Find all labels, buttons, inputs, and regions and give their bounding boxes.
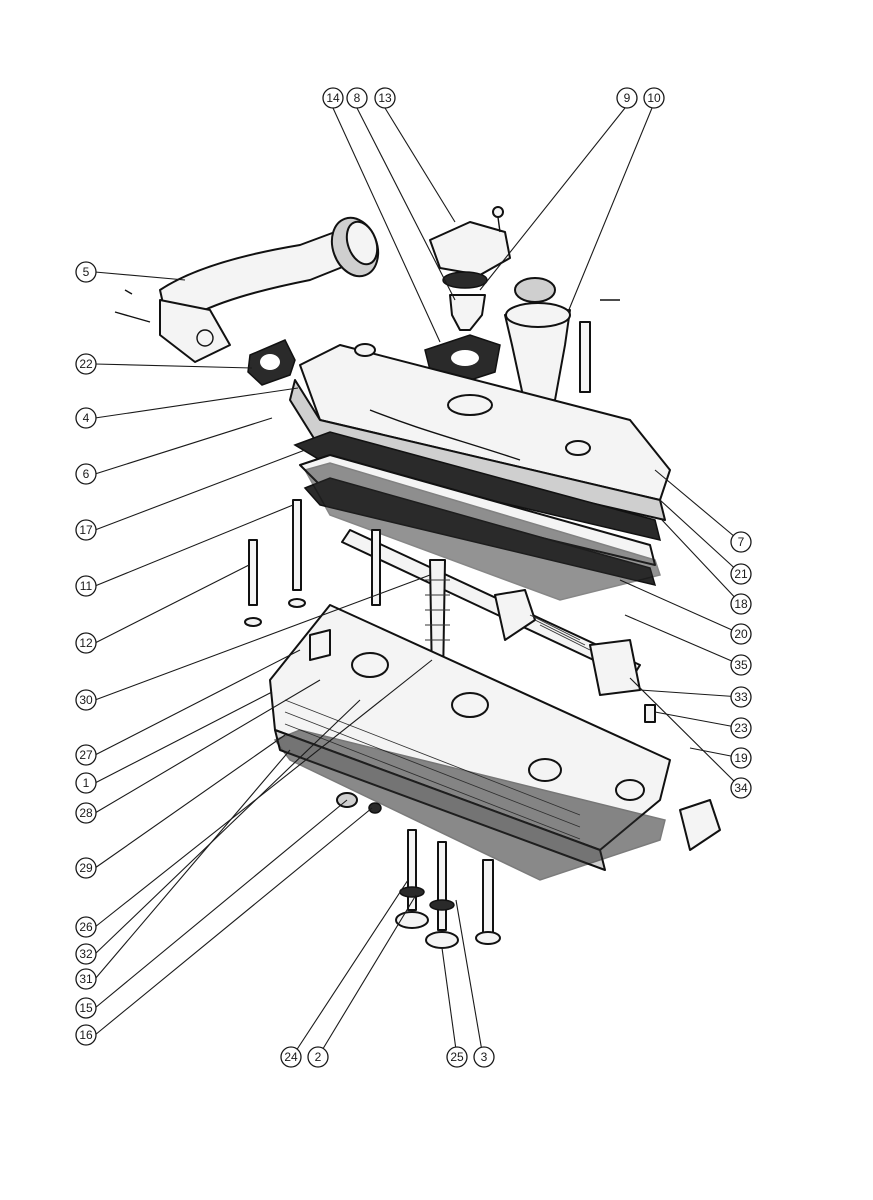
svg-text:22: 22	[79, 357, 93, 371]
studs-and-bolts	[244, 499, 721, 851]
callout-26: 26	[75, 916, 97, 938]
svg-text:4: 4	[83, 411, 90, 425]
valves	[395, 829, 501, 949]
callout-14: 14	[322, 87, 344, 109]
svg-text:19: 19	[734, 751, 748, 765]
svg-text:12: 12	[79, 636, 93, 650]
svg-text:6: 6	[83, 467, 90, 481]
callout-34: 34	[730, 777, 752, 799]
thermostat-housing	[424, 206, 511, 386]
callout-13: 13	[374, 87, 396, 109]
callout-1: 1	[75, 772, 97, 794]
rocker-cover	[289, 343, 671, 521]
svg-text:7: 7	[738, 535, 745, 549]
svg-text:30: 30	[79, 693, 93, 707]
callout-21: 21	[730, 563, 752, 585]
svg-text:9: 9	[624, 91, 631, 105]
callout-8: 8	[346, 87, 368, 109]
svg-text:27: 27	[79, 748, 93, 762]
svg-text:13: 13	[378, 91, 392, 105]
callout-32: 32	[75, 943, 97, 965]
callout-31: 31	[75, 968, 97, 990]
callout-28: 28	[75, 802, 97, 824]
svg-text:16: 16	[79, 1028, 93, 1042]
svg-text:26: 26	[79, 920, 93, 934]
svg-text:31: 31	[79, 972, 93, 986]
callout-2: 2	[307, 1046, 329, 1068]
callout-9: 9	[616, 87, 638, 109]
leader-lines	[94, 107, 742, 1058]
svg-text:10: 10	[647, 91, 661, 105]
svg-text:11: 11	[80, 579, 93, 593]
callout-3: 3	[473, 1046, 495, 1068]
callout-11: 11	[75, 575, 97, 597]
callout-7: 7	[730, 531, 752, 553]
callout-25: 25	[446, 1046, 468, 1068]
callout-35: 35	[730, 654, 752, 676]
callout-33: 33	[730, 686, 752, 708]
callout-23: 23	[730, 717, 752, 739]
callout-15: 15	[75, 997, 97, 1019]
callout-12: 12	[75, 632, 97, 654]
svg-text:21: 21	[734, 567, 748, 581]
callout-17: 17	[75, 519, 97, 541]
svg-text:2: 2	[315, 1050, 322, 1064]
callout-30: 30	[75, 689, 97, 711]
svg-text:34: 34	[734, 781, 748, 795]
svg-text:32: 32	[79, 947, 93, 961]
svg-text:35: 35	[734, 658, 748, 672]
svg-text:1: 1	[83, 776, 90, 790]
callout-16: 16	[75, 1024, 97, 1046]
svg-text:28: 28	[79, 806, 93, 820]
callout-20: 20	[730, 623, 752, 645]
callout-27: 27	[75, 744, 97, 766]
callout-24: 24	[280, 1046, 302, 1068]
svg-text:5: 5	[83, 265, 90, 279]
callout-29: 29	[75, 857, 97, 879]
svg-text:24: 24	[284, 1050, 298, 1064]
svg-text:23: 23	[734, 721, 748, 735]
svg-text:33: 33	[734, 690, 748, 704]
svg-text:18: 18	[734, 597, 748, 611]
head-gasket	[273, 729, 666, 881]
svg-text:8: 8	[354, 91, 361, 105]
svg-text:25: 25	[450, 1050, 464, 1064]
callout-4: 4	[75, 407, 97, 429]
callout-5: 5	[75, 261, 97, 283]
callout-19: 19	[730, 747, 752, 769]
callout-10: 10	[643, 87, 665, 109]
callout-18: 18	[730, 593, 752, 615]
svg-text:20: 20	[734, 627, 748, 641]
water-outlet-pipe	[114, 216, 380, 363]
svg-text:14: 14	[326, 91, 340, 105]
outlet-gasket	[247, 339, 296, 386]
svg-text:3: 3	[481, 1050, 488, 1064]
svg-text:15: 15	[79, 1001, 93, 1015]
callout-6: 6	[75, 463, 97, 485]
svg-text:29: 29	[79, 861, 93, 875]
rocker-cover-gaskets	[293, 431, 662, 601]
callout-22: 22	[75, 353, 97, 375]
svg-text:17: 17	[79, 523, 93, 537]
oil-filler-tower	[504, 277, 620, 406]
